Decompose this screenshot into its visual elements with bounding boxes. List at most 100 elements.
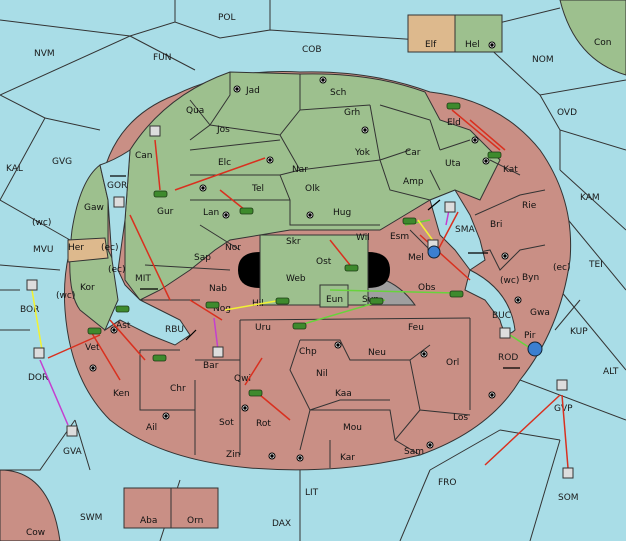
sc-ken (89, 364, 97, 372)
label-los: Los (453, 413, 468, 423)
fleet-pir[interactable] (499, 327, 511, 339)
label-hug: Hug (333, 208, 351, 218)
region-orn[interactable] (170, 487, 219, 529)
fleet-dor[interactable] (33, 347, 45, 359)
label-tel: Tel (251, 184, 264, 194)
aba-orn-boxes (123, 487, 219, 529)
fleet-bor[interactable] (26, 279, 38, 291)
label-wc1: (wc) (32, 218, 51, 228)
army-units[interactable] (87, 102, 502, 397)
move-arrow (259, 394, 291, 421)
support-arrow-yellow (224, 299, 283, 311)
legend-elf-label: Elf (425, 40, 437, 50)
label-her: Her (68, 243, 84, 253)
army-ast[interactable] (115, 305, 130, 313)
label-olk: Olk (305, 184, 321, 194)
army-ost[interactable] (344, 264, 359, 272)
fleet-bar[interactable] (212, 346, 224, 358)
label-kat: Kat (503, 165, 518, 175)
move-arrow (561, 394, 569, 469)
sc-gwa (514, 296, 522, 304)
label-rbu: RBU (165, 325, 184, 335)
label-eun: Eun (326, 295, 343, 305)
label-ken: Ken (113, 389, 130, 399)
label-gwa: Gwa (530, 308, 550, 318)
army-nog[interactable] (205, 301, 220, 309)
inner-lake-east (429, 189, 486, 271)
army-uru[interactable] (292, 322, 307, 330)
label-yok: Yok (354, 148, 371, 158)
inner-lake-south (464, 269, 516, 334)
sc-sam (426, 441, 434, 449)
army-tel[interactable] (239, 207, 254, 215)
fleet-gor[interactable] (113, 196, 125, 208)
fleet-sma[interactable] (444, 201, 456, 213)
sc-nar (266, 156, 274, 164)
label-cob: COB (302, 45, 322, 55)
impassable-east (368, 252, 390, 288)
move-arrow (469, 119, 506, 151)
label-lan: Lan (203, 208, 219, 218)
dislodged-pir (527, 341, 543, 357)
label-bar: Bar (203, 361, 219, 371)
fleet-gvp[interactable] (556, 379, 568, 391)
label-dax: DAX (272, 519, 291, 529)
label-aba: Aba (140, 516, 157, 526)
label-gor: GOR (107, 181, 127, 191)
sc-lan (222, 211, 230, 219)
region-her[interactable] (67, 237, 109, 263)
order-arrows (31, 109, 569, 469)
fleet-gva[interactable] (66, 425, 78, 437)
label-eld: Eld (447, 118, 461, 128)
sc-hel (488, 41, 496, 49)
label-cow: Cow (26, 528, 45, 538)
army-eld[interactable] (446, 102, 461, 110)
legend: Elf Hel (407, 14, 503, 53)
fleet-units[interactable] (26, 125, 574, 479)
army-obs[interactable] (449, 290, 464, 298)
fleet-can[interactable] (149, 125, 161, 137)
convoy-arrow-magenta (39, 359, 69, 426)
label-sch: Sch (330, 88, 346, 98)
army-qwi[interactable] (248, 389, 263, 397)
label-tei: TEI (588, 260, 603, 270)
army-esm[interactable] (402, 217, 417, 225)
label-elc: Elc (218, 158, 231, 168)
label-ost: Ost (316, 257, 332, 267)
sc-los (488, 391, 496, 399)
move-arrow (484, 394, 561, 466)
sea-arrows (110, 175, 520, 369)
label-ec1: (ec) (101, 243, 119, 253)
label-con: Con (594, 38, 612, 48)
army-hil[interactable] (275, 297, 290, 305)
sc-orl (420, 350, 428, 358)
label-ast: Ast (116, 321, 131, 331)
label-nog: Nog (213, 304, 231, 314)
army-vet[interactable] (87, 327, 102, 335)
label-esm: Esm (390, 232, 409, 242)
label-pir: Pir (524, 331, 536, 341)
label-can: Can (135, 151, 153, 161)
army-sun[interactable] (369, 297, 384, 305)
label-nom: NOM (532, 55, 554, 65)
army-chr[interactable] (152, 354, 167, 362)
label-qwi: Qwi (234, 374, 251, 384)
continent-north-green (124, 71, 501, 301)
army-gur[interactable] (153, 190, 168, 198)
move-arrow (437, 211, 459, 251)
label-kal: KAL (6, 164, 23, 174)
label-nor: Nor (225, 243, 241, 253)
label-mou: Mou (343, 423, 362, 433)
label-chr: Chr (170, 384, 186, 394)
army-kat[interactable] (487, 151, 502, 159)
sc-sch (319, 76, 327, 84)
sea-labels: POL NVM FUN COB NOM Con OVD KAL GVG KAM … (6, 13, 619, 538)
label-sma: SMA (455, 225, 475, 235)
label-ail: Ail (146, 423, 157, 433)
label-kar: Kar (340, 453, 355, 463)
fleet-som[interactable] (562, 467, 574, 479)
label-nil: Nil (316, 369, 328, 379)
label-gur: Gur (157, 207, 174, 217)
